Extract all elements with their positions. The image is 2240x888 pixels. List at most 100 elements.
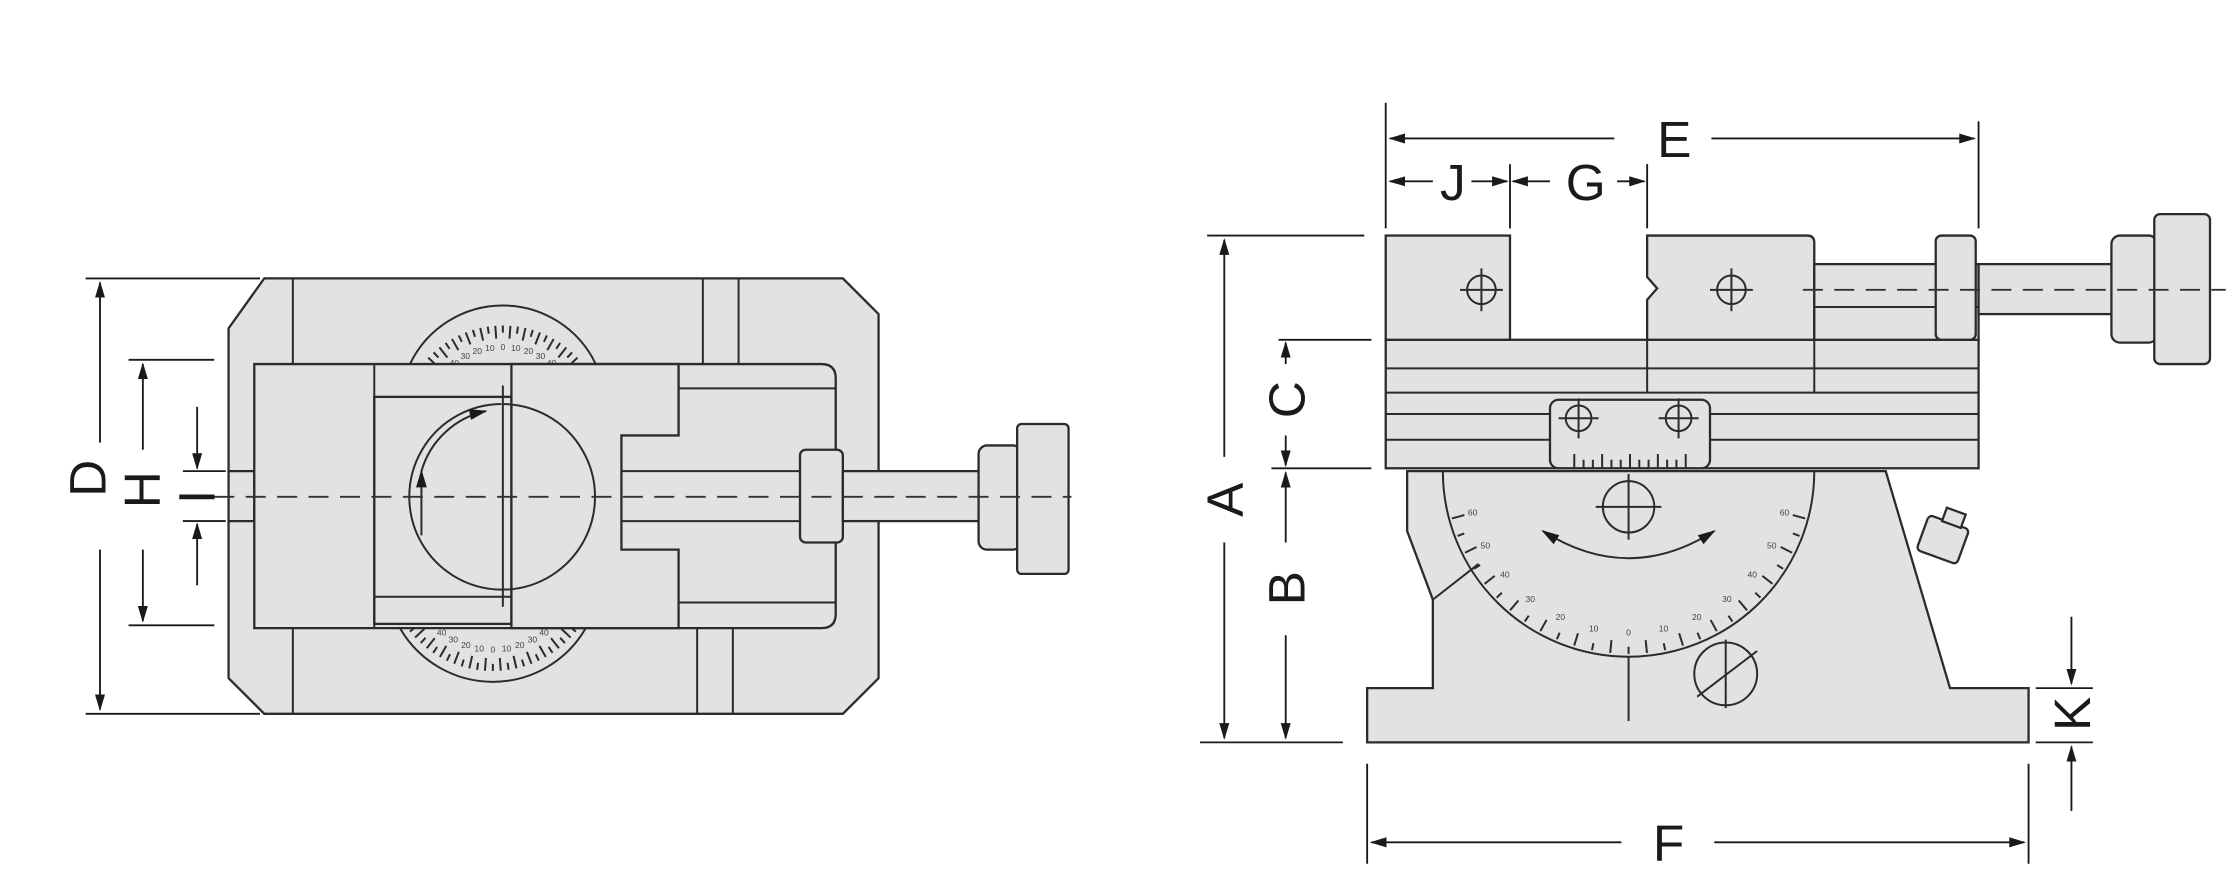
dimension-G: G	[1511, 153, 1646, 211]
scale-tick	[566, 351, 573, 359]
scale-tick	[1473, 564, 1481, 570]
scale-label: 20	[461, 640, 471, 650]
lock-knob	[1916, 506, 1970, 565]
scale-tick	[1464, 546, 1477, 554]
scale-label: 0	[1626, 627, 1631, 637]
tilting-base	[1366, 469, 2030, 744]
bolt-crosshair-icon	[1595, 473, 1662, 540]
scale-tick	[1451, 514, 1465, 520]
scale-label: 10	[502, 643, 512, 653]
scale-tick	[1678, 633, 1684, 646]
scale-tick	[1780, 546, 1793, 554]
pivot-bolt-icon	[1693, 639, 1759, 709]
scale-tick	[534, 653, 540, 662]
rotation-arrow-icon	[420, 409, 488, 472]
scale-tick	[1523, 615, 1530, 623]
scale-label: 20	[515, 640, 525, 650]
scale-tick	[444, 342, 451, 350]
bottom-protractor-arc	[399, 627, 587, 683]
scale-label: 0	[490, 644, 495, 654]
scale-label: 40	[547, 358, 557, 368]
bolt-crosshair-icon	[1460, 268, 1503, 312]
scale-label: 20	[524, 346, 534, 356]
scale-label: 30	[449, 635, 459, 645]
scale-tick	[550, 637, 560, 649]
scale-tick	[439, 645, 448, 658]
dimension-E: E	[1384, 102, 1980, 229]
dimension-A: A	[1196, 234, 1365, 744]
scale-label: 10	[1589, 623, 1599, 633]
scale-tick	[464, 332, 472, 345]
scale-tick	[1727, 615, 1734, 623]
scale-tick	[555, 342, 561, 350]
scale-tick	[432, 646, 438, 654]
scale-tick	[453, 651, 460, 665]
scale-tick	[425, 637, 436, 649]
tilt-arrow-icon	[1541, 530, 1716, 560]
scale-label: 10	[511, 343, 521, 353]
label-E: E	[1657, 110, 1691, 168]
label-I: I	[167, 490, 225, 504]
scale-label: 20	[1692, 612, 1702, 622]
scale-tick	[479, 327, 485, 341]
scale-tick	[529, 329, 534, 338]
scale-tick	[525, 651, 533, 665]
dimension-D: D	[59, 277, 260, 715]
dimension-H: H	[113, 358, 215, 627]
scale-tick	[1496, 592, 1503, 599]
dimension-J: J	[1388, 153, 1649, 229]
scale-label: 10	[1659, 623, 1669, 633]
scale-tick	[419, 637, 427, 644]
bolt-crosshair-icon	[1710, 268, 1753, 312]
scale-tick	[1776, 564, 1784, 570]
scale-label: 40	[437, 627, 447, 637]
label-A: A	[1196, 482, 1254, 517]
dimension-I: I	[167, 406, 226, 586]
scale-tick	[1644, 640, 1648, 654]
scale-tick	[468, 655, 474, 669]
scale-label: 40	[1747, 570, 1757, 580]
scale-tick	[1792, 514, 1806, 520]
scale-tick	[1709, 619, 1718, 632]
scale-tick	[538, 645, 547, 658]
scale-label: 50	[1767, 540, 1777, 550]
scale-tick	[1737, 599, 1748, 611]
scale-tick	[1457, 532, 1465, 537]
scale-tick	[559, 637, 566, 644]
scale-tick	[521, 327, 527, 341]
top-protractor-arc	[409, 304, 597, 365]
scale-tick	[457, 335, 463, 343]
scale-tick	[546, 338, 555, 351]
label-C: C	[1257, 381, 1315, 418]
scale-tick	[1662, 642, 1667, 651]
scale-tick	[560, 628, 572, 639]
scale-label: 30	[1526, 594, 1536, 604]
scale-label: 20	[472, 346, 482, 356]
label-H: H	[113, 471, 171, 508]
dimension-K: K	[2035, 616, 2101, 811]
scale-tick	[471, 329, 476, 338]
scale-tick	[1761, 575, 1774, 585]
scale-label: 20	[1556, 612, 1566, 622]
scale-tick	[432, 351, 440, 359]
scale-label: 10	[485, 343, 495, 353]
dimension-F: F	[1366, 763, 2030, 872]
scale-tick	[521, 659, 526, 667]
dimension-C: C	[1257, 338, 1372, 470]
scale-label: 0	[500, 342, 505, 352]
scale-tick	[494, 325, 498, 339]
vernier-ticks	[1573, 453, 1687, 469]
scale-tick	[498, 657, 502, 671]
scale-tick	[512, 655, 518, 669]
scale-tick	[1484, 575, 1496, 585]
scale-label: 60	[1468, 508, 1478, 518]
scale-tick	[1754, 592, 1762, 599]
label-F: F	[1653, 814, 1684, 872]
scale-label: 30	[528, 635, 538, 645]
label-J: J	[1440, 153, 1466, 211]
label-D: D	[59, 460, 117, 497]
scale-tick	[446, 653, 451, 662]
